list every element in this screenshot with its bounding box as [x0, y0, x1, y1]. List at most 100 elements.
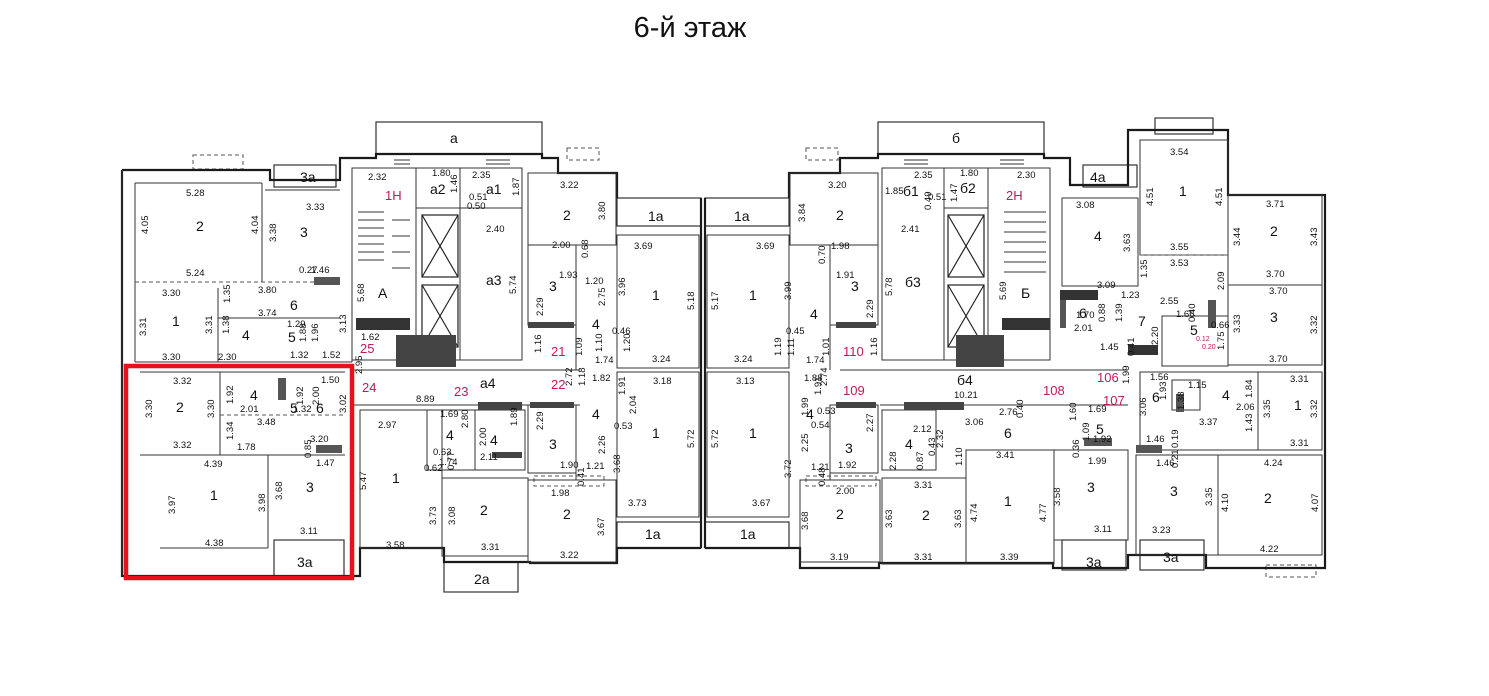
dim-label: 1.46 — [311, 265, 330, 276]
dim-label: 3.32 — [1309, 400, 1320, 419]
dim-label: 3.58 — [1052, 488, 1063, 507]
marker-label: 24 — [362, 380, 376, 395]
dim-label: 3.84 — [797, 204, 808, 223]
dim-label: 3.63 — [1122, 234, 1133, 253]
dim-label: 1.20 — [622, 334, 633, 353]
marker-label: 22 — [551, 377, 565, 392]
dim-label: 1.56 — [1150, 372, 1169, 383]
dim-label: 3.32 — [1309, 316, 1320, 335]
dim-label: 4.24 — [1264, 458, 1283, 469]
room-label: 2 — [176, 399, 184, 415]
dim-label: 3.18 — [653, 376, 672, 387]
dim-label: 3.08 — [447, 507, 458, 526]
dim-label: 1.39 — [1114, 304, 1125, 323]
dim-label: 2.29 — [535, 298, 546, 317]
dim-label: 0.49 — [923, 192, 934, 211]
dim-label: 3.31 — [1290, 438, 1309, 449]
dim-label: 1.99 — [1088, 456, 1107, 467]
selected-apartment-frame[interactable] — [123, 363, 355, 581]
room-label: a2 — [430, 181, 446, 197]
room-label: 1 — [749, 425, 757, 441]
dim-label: 2.30 — [1017, 170, 1036, 181]
dim-label: 3.24 — [734, 354, 753, 365]
shafts — [278, 277, 1216, 458]
dim-label: 3.69 — [756, 241, 775, 252]
dim-label: 1.29 — [287, 319, 306, 330]
marker-label: 106 — [1097, 370, 1119, 385]
room-label: a1 — [486, 181, 502, 197]
dim-label: 1.88 — [298, 324, 309, 343]
room-label: 5 — [290, 400, 298, 416]
dim-label: 1.10 — [594, 334, 605, 353]
dim-label: 1.74 — [806, 355, 825, 366]
dim-label: 1.82 — [592, 373, 611, 384]
marker-label: 21 — [551, 344, 565, 359]
dim-label: 3.43 — [1309, 228, 1320, 247]
dim-label: 1.32 — [293, 404, 312, 415]
dim-label: 0.87 — [915, 452, 926, 471]
room-label: 6 — [1004, 425, 1012, 441]
room-label: 4 — [592, 316, 600, 332]
dim-label: 2.11 — [480, 452, 498, 463]
dim-label: 3.11 — [300, 526, 318, 537]
room-label: 2 — [922, 507, 930, 523]
dim-label: 1.34 — [225, 422, 236, 441]
dim-label: 1.21 — [811, 462, 830, 473]
room-label: 1 — [749, 287, 757, 303]
room-label: 1a — [645, 526, 661, 542]
dim-label: 2.01 — [240, 404, 259, 415]
dim-label: 1.93 — [559, 270, 578, 281]
dim-label: 4.04 — [250, 216, 261, 235]
room-label: 3 — [1087, 479, 1095, 495]
dim-label: 2.97 — [378, 420, 397, 431]
dim-label: 0.70 — [817, 246, 828, 265]
dim-label: 1.23 — [1121, 290, 1140, 301]
dim-label: 1.47 — [316, 458, 335, 469]
dim-label: 2.00 — [311, 387, 322, 406]
dim-label: 1.80 — [432, 168, 451, 179]
dim-label: 1.75 — [1216, 332, 1227, 351]
dim-label: 3.68 — [274, 482, 285, 501]
dim-label: 2.01 — [1074, 323, 1093, 334]
room-label: a — [450, 130, 458, 146]
dim-label: 0.51 — [928, 192, 947, 203]
dim-label: 4.51 — [1145, 188, 1156, 207]
marker-label: 108 — [1043, 383, 1065, 398]
dim-label: 0.41 — [576, 468, 587, 487]
dim-label: 0.36 — [1071, 440, 1082, 459]
dim-label: 1.91 — [617, 377, 628, 396]
dim-label: 1.60 — [1068, 403, 1079, 422]
dim-label: 2.29 — [535, 412, 546, 431]
dim-label: 3.70 — [1269, 354, 1288, 365]
dim-label: 4.07 — [1310, 494, 1321, 513]
dim-label: 3.30 — [162, 288, 181, 299]
dim-label: 3.70 — [1266, 269, 1285, 280]
dim-label: 3.68 — [612, 455, 623, 474]
room-label: 2 — [480, 502, 488, 518]
room-label: 1a — [648, 208, 664, 224]
room-label: 1 — [210, 487, 218, 503]
room-labels: 2 3 3a 1 4 5 6 2 4 5 6 1 3 3a A 1Н a a1 … — [172, 130, 1302, 587]
dim-label: 1.92 — [1093, 434, 1112, 445]
dim-label: 5.24 — [186, 268, 205, 279]
dim-label: 2.35 — [472, 170, 491, 181]
room-label: a3 — [486, 272, 502, 288]
dim-label: 5.72 — [710, 430, 721, 449]
dim-label: 1.85 — [885, 186, 904, 197]
dim-label: 3.31 — [481, 542, 500, 553]
dim-label: 0.46 — [612, 326, 631, 337]
dim-label: 1.21 — [586, 461, 605, 472]
dim-label: 0.41 — [1126, 338, 1137, 357]
dim-label: 1.46 — [449, 175, 460, 194]
dim-label: 3.30 — [144, 400, 155, 419]
dim-label: 3.09 — [1097, 280, 1116, 291]
dim-label: 2.04 — [628, 396, 639, 415]
dim-label: 3.33 — [306, 202, 325, 213]
dim-label: 1.69 — [1088, 404, 1107, 415]
room-label: 2 — [836, 506, 844, 522]
room-label: 4 — [446, 427, 454, 443]
dim-label: 1.45 — [1100, 342, 1119, 353]
room-label: 4 — [250, 387, 258, 403]
dim-label: 5.28 — [186, 188, 205, 199]
